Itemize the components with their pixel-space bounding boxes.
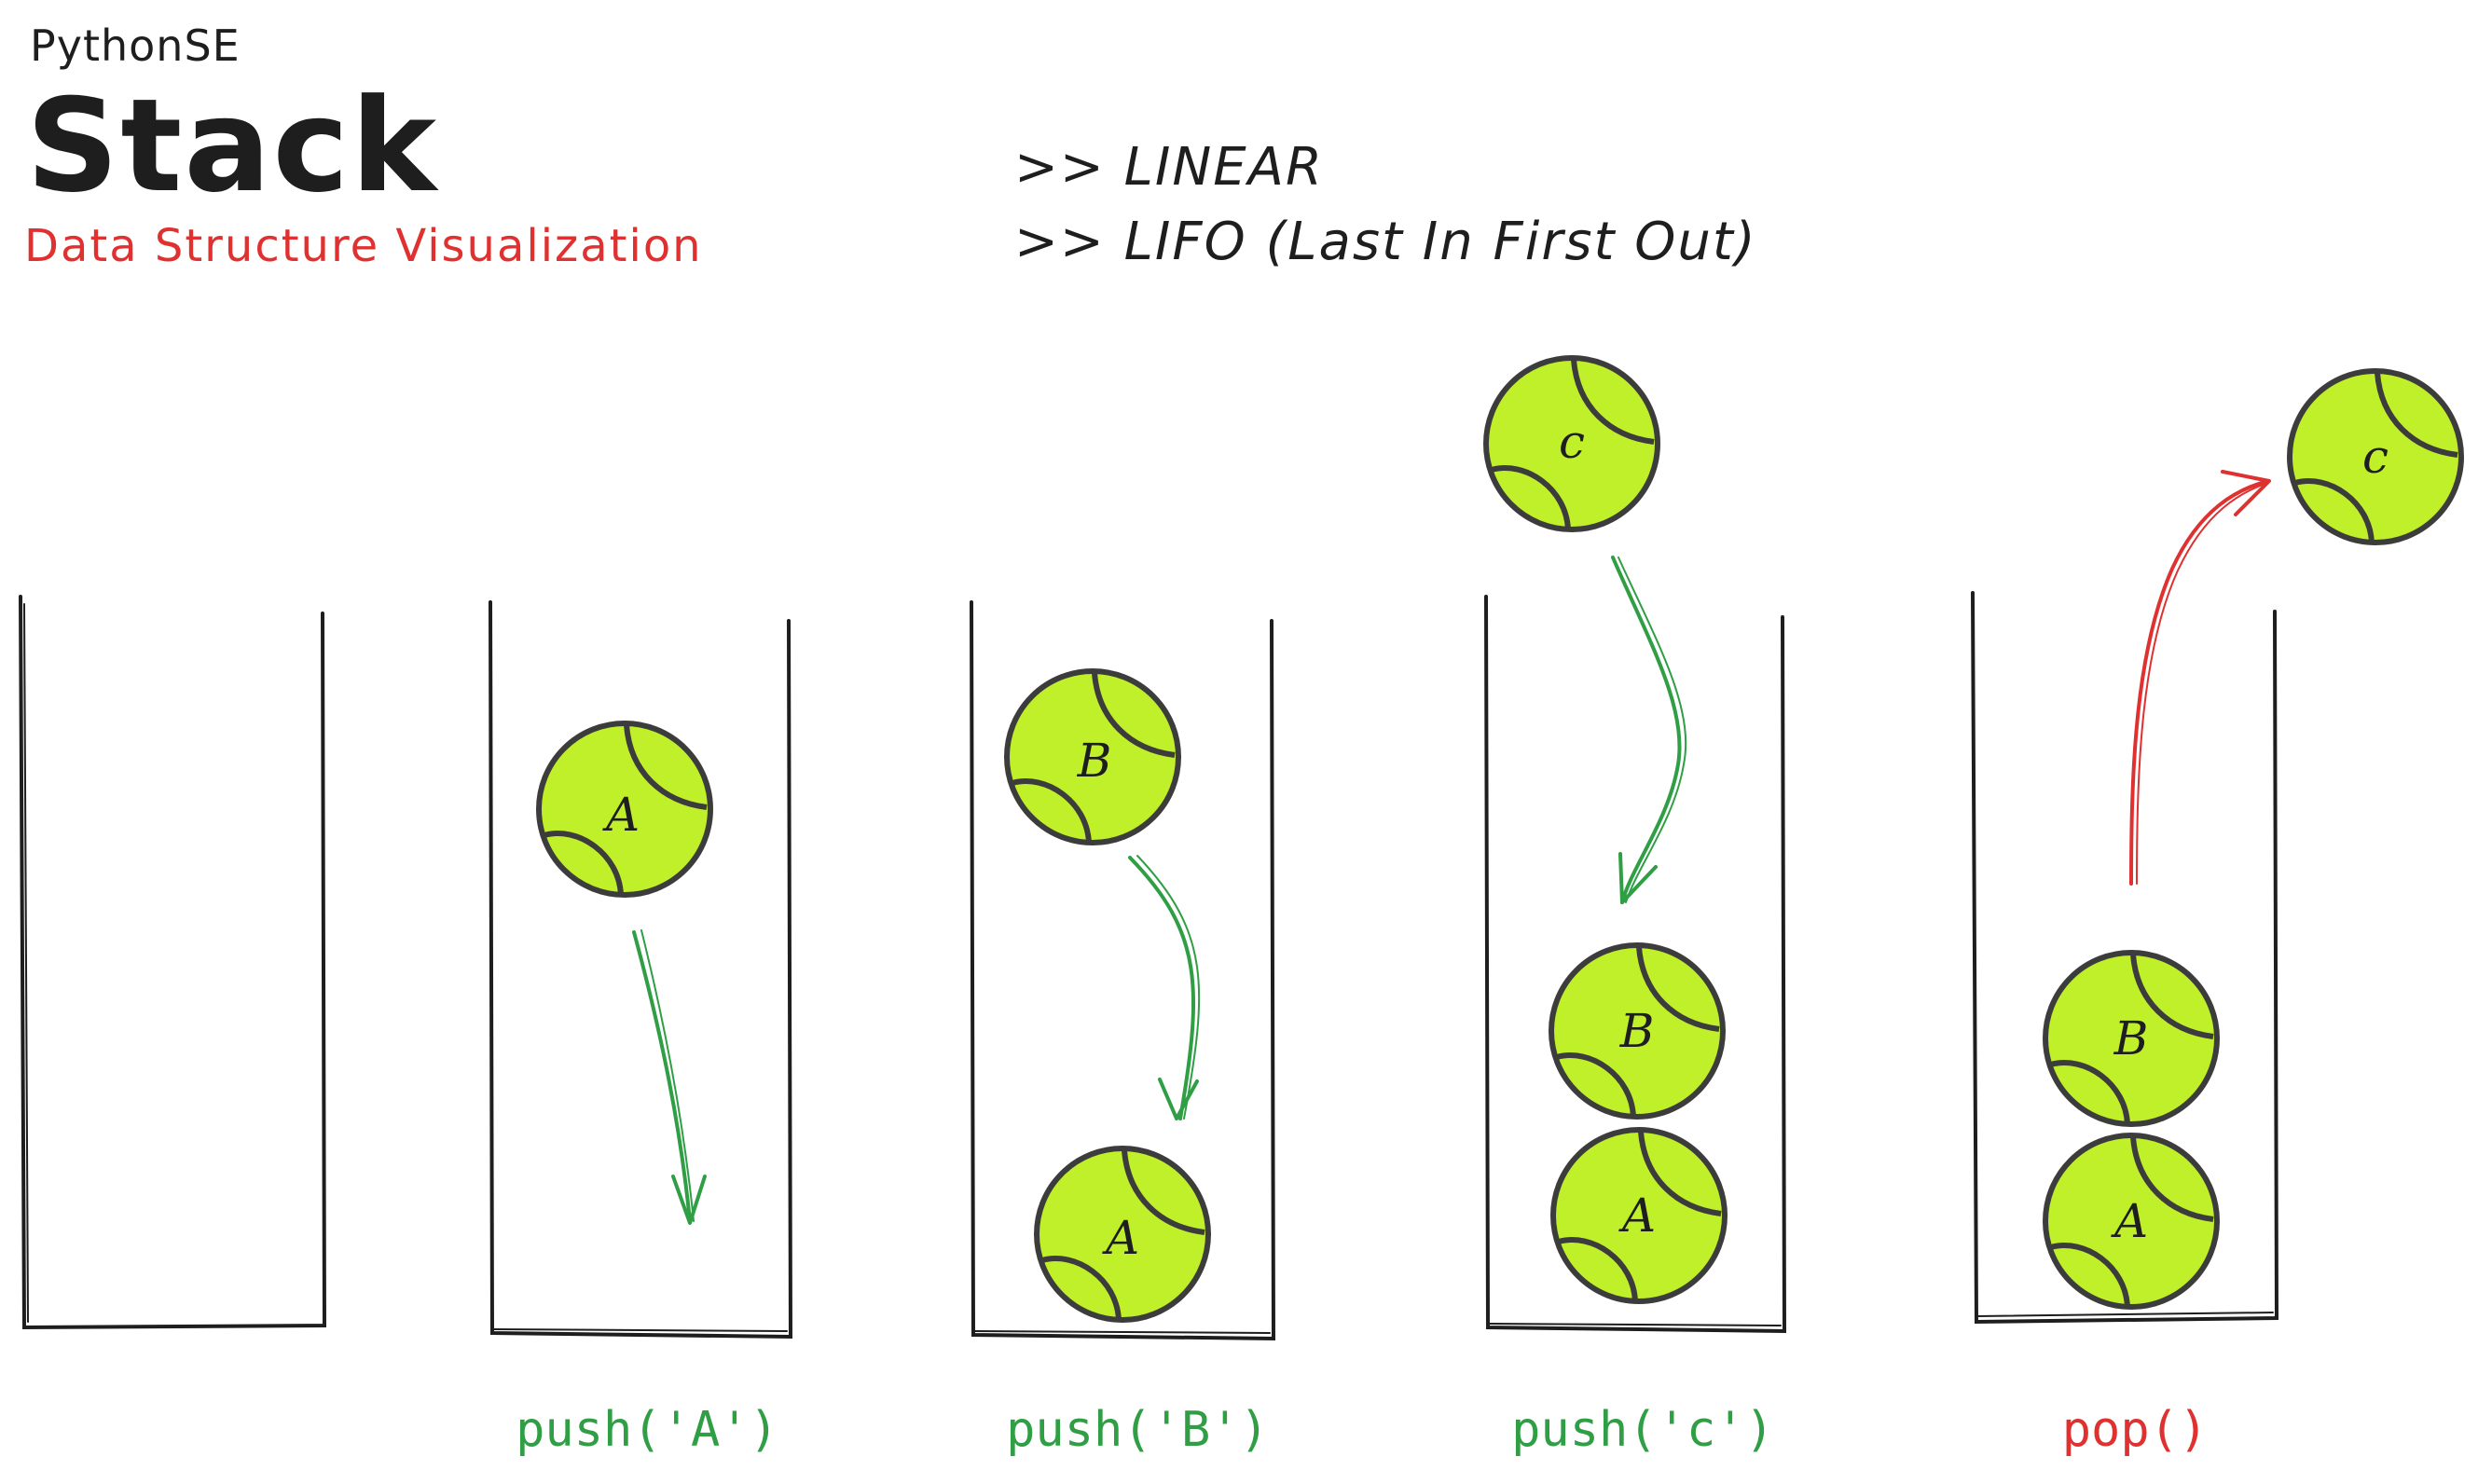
stack-container-push-b bbox=[970, 600, 1276, 1341]
stack-properties: >> LINEAR >> LIFO (Last In First Out) bbox=[1014, 131, 1757, 280]
ball-label: c bbox=[1559, 415, 1585, 469]
stack-container-push-a bbox=[489, 600, 793, 1340]
stack-container-empty bbox=[19, 595, 327, 1330]
ball-b-pop: B bbox=[2045, 953, 2217, 1124]
ball-b-push-c: B bbox=[1551, 945, 1723, 1117]
ball-label: B bbox=[1077, 734, 1112, 788]
ball-c-push-c: c bbox=[1486, 358, 1658, 529]
push-arrow-c bbox=[1611, 556, 1687, 904]
ball-b-push-b: B bbox=[1007, 671, 1178, 843]
push-arrow-a bbox=[632, 929, 707, 1225]
operation-label-push-a: push('A') bbox=[516, 1402, 778, 1458]
brand-name: PythonSE bbox=[30, 21, 241, 71]
push-arrow-b bbox=[1128, 855, 1201, 1120]
ball-label: A bbox=[1618, 1189, 1656, 1243]
ball-label: B bbox=[2113, 1011, 2149, 1065]
ball-label: A bbox=[2111, 1194, 2148, 1248]
stack-container-pop bbox=[1971, 591, 2279, 1325]
page-subtitle: Data Structure Visualization bbox=[24, 220, 703, 272]
ball-label: A bbox=[1102, 1211, 1139, 1265]
stack-container-push-c bbox=[1484, 595, 1787, 1334]
ball-label: B bbox=[1619, 1004, 1655, 1058]
ball-a-push-a: A bbox=[539, 723, 710, 895]
ball-label: A bbox=[602, 788, 640, 842]
operation-label-push-b: push('B') bbox=[1006, 1402, 1269, 1458]
ball-a-pop: A bbox=[2045, 1135, 2217, 1307]
operation-label-pop: pop() bbox=[2061, 1402, 2209, 1458]
pop-arrow-c bbox=[2129, 470, 2271, 886]
property-lifo: >> LIFO (Last In First Out) bbox=[1014, 212, 1757, 272]
operation-label-push-c: push('c') bbox=[1511, 1402, 1774, 1458]
page-title: Stack bbox=[26, 71, 439, 221]
ball-c-popped: c bbox=[2290, 371, 2461, 543]
ball-a-push-c: A bbox=[1553, 1130, 1725, 1301]
ball-a-push-b: A bbox=[1037, 1148, 1208, 1320]
ball-label: c bbox=[2362, 430, 2389, 484]
property-linear: >> LINEAR bbox=[1014, 137, 1324, 198]
